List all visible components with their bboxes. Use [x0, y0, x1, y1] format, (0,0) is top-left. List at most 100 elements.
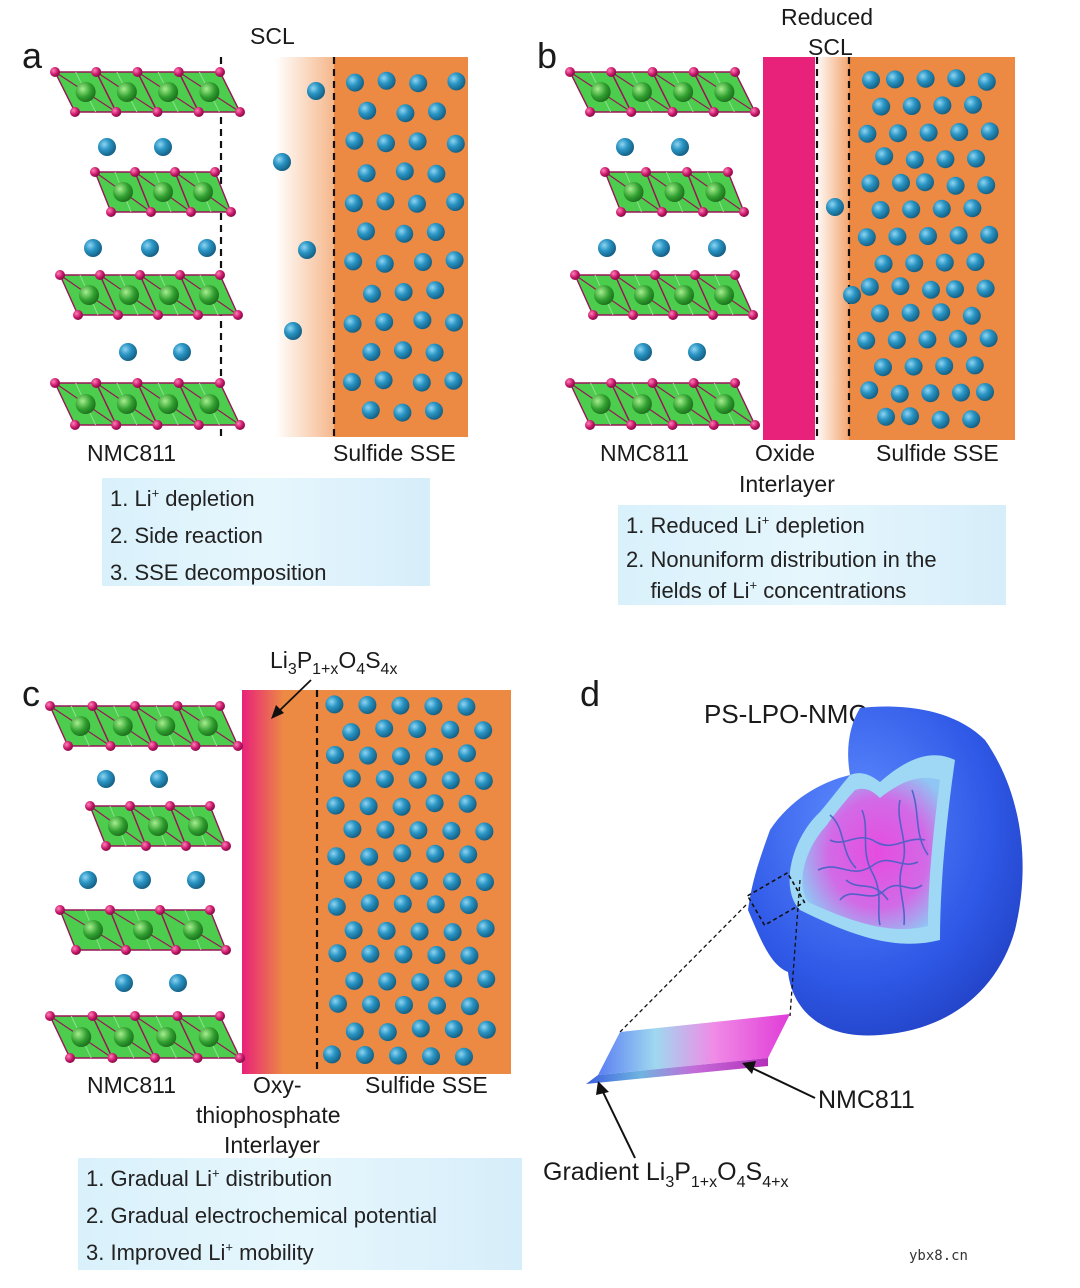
oxygen-atom [221, 841, 231, 851]
oxygen-atom [708, 310, 718, 320]
interlayer-label-c-line3: Interlayer [224, 1132, 320, 1158]
oxygen-atom [647, 67, 658, 77]
li-ion [862, 71, 880, 89]
oxygen-atom [205, 905, 215, 915]
li-ion [461, 997, 479, 1016]
oxygen-atom [641, 167, 651, 177]
transition-metal-atom [108, 816, 128, 836]
oxygen-atom [73, 310, 83, 320]
li-ion [395, 162, 414, 181]
li-ion [154, 138, 172, 156]
li-ion [688, 343, 706, 361]
li-ion [962, 410, 981, 429]
li-ion [361, 401, 380, 420]
interlayer-label-b-line1: Oxide [755, 440, 815, 466]
sulfide-sse-b [849, 57, 1015, 440]
oxygen-atom [148, 741, 158, 751]
li-ion [426, 895, 445, 914]
oxygen-atom [135, 270, 145, 280]
nmc-slab [90, 167, 236, 217]
oxygen-atom [175, 270, 185, 280]
nmc-slab [55, 270, 243, 320]
li-ion [892, 173, 910, 192]
li-ion [946, 280, 964, 299]
li-ion [425, 747, 443, 766]
li-ion [375, 254, 394, 273]
li-ion [474, 721, 493, 740]
li-ion [966, 253, 985, 271]
transition-metal-atom [155, 716, 176, 736]
li-ion [874, 254, 893, 273]
li-ion [458, 794, 477, 813]
transition-metal-atom [113, 182, 133, 202]
li-ion [476, 873, 494, 892]
gradient-slice-side [586, 1058, 768, 1084]
li-ion [412, 373, 431, 392]
oxygen-atom [723, 167, 733, 177]
li-ion [477, 970, 496, 989]
ps-lpo-nmc-title: PS-LPO-NMC [704, 699, 867, 729]
oxygen-atom [45, 701, 55, 711]
nmc-slab [50, 378, 245, 430]
oxygen-atom [152, 420, 163, 430]
oxygen-atom [193, 107, 204, 117]
li-ion [411, 973, 430, 992]
li-ion [410, 871, 428, 890]
li-ion [445, 313, 463, 332]
gradient-slice-top [598, 1014, 790, 1075]
nmc-label-d: NMC811 [818, 1086, 915, 1114]
li-ion [378, 972, 397, 991]
li-ions-b [598, 69, 999, 429]
scl-label-b-line1: Reduced [781, 4, 873, 30]
li-ion [935, 253, 954, 272]
li-ion [446, 193, 465, 211]
oxygen-atom [70, 107, 80, 117]
li-ion [284, 322, 302, 340]
li-ion [328, 944, 347, 963]
oxygen-atom [235, 107, 245, 117]
li-ion [918, 330, 937, 349]
li-ion [932, 303, 951, 322]
nmc-slab [600, 167, 749, 217]
li-ion [441, 720, 460, 739]
li-ion [393, 403, 412, 422]
transition-metal-atom [133, 920, 153, 940]
oxygen-atom [688, 67, 699, 77]
panel-c: Li3P1+xO4S4x NMC811 Oxy- thiophosphate I… [45, 647, 511, 1158]
oxygen-atom [173, 67, 184, 77]
formula-arrow-c [276, 679, 312, 714]
li-ion [425, 794, 444, 813]
li-ion [474, 771, 493, 790]
interlayer-label-b-line2: Interlayer [739, 471, 835, 497]
li-ion [919, 227, 937, 245]
li-ion [408, 132, 427, 151]
gradient-formula-label-d: Gradient Li3P1+xO4S4+x [543, 1158, 788, 1191]
li-ion [935, 357, 954, 375]
li-ion [901, 303, 920, 322]
li-ion [359, 746, 377, 765]
oxygen-atom [215, 270, 225, 280]
li-ion [427, 164, 446, 183]
li-ion [141, 239, 159, 257]
oxygen-atom [698, 207, 708, 217]
oxygen-atom [141, 841, 151, 851]
li-ion [946, 176, 965, 195]
li-ion [459, 896, 478, 914]
li-ion [413, 311, 432, 330]
transition-metal-atom [631, 82, 652, 102]
oxygen-atom [585, 420, 595, 430]
oxygen-atom [585, 107, 595, 117]
oxygen-atom [130, 701, 140, 711]
oxygen-atom [647, 378, 658, 388]
panel-b: Reduced SCL NMC811 Oxide Interlayer Sulf… [565, 4, 1015, 497]
li-ion [426, 281, 445, 300]
watermark: ybx8.cn [908, 1248, 968, 1264]
oxygen-atom [708, 420, 719, 430]
oxygen-atom [50, 67, 60, 77]
oxygen-atom [750, 420, 760, 430]
oxygen-atom [70, 420, 80, 430]
li-ion [871, 304, 889, 323]
li-ion [84, 239, 102, 257]
li-ion [307, 82, 325, 100]
li-ion [375, 719, 394, 738]
